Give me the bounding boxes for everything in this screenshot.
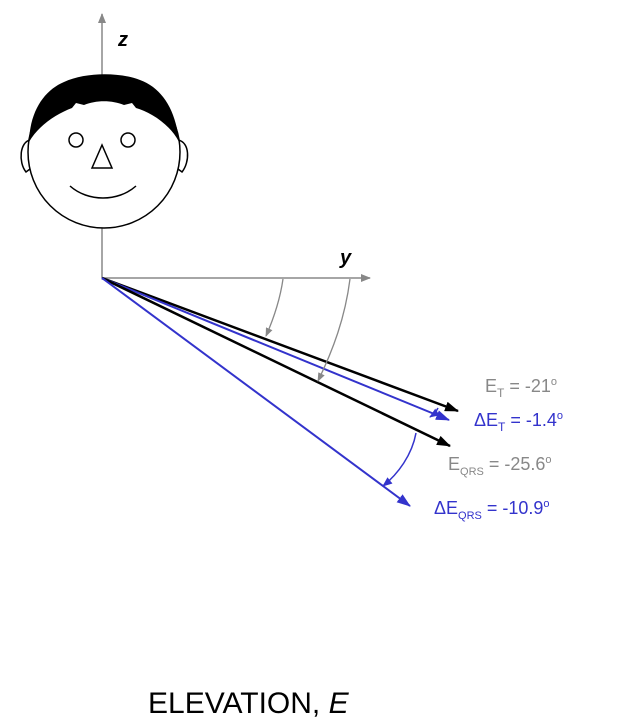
z-axis-label: z	[117, 29, 128, 51]
arc-E-T	[266, 279, 283, 336]
figure-title: ELEVATION, E	[148, 687, 350, 720]
head	[21, 74, 188, 228]
label-dE-QRS: ΔEQRS = -10.9o	[434, 498, 550, 522]
vector-dE-QRS	[102, 278, 410, 506]
right-eye	[121, 133, 135, 147]
left-eye	[69, 133, 83, 147]
vector-dE-T	[102, 278, 449, 420]
arc-dE-QRS	[383, 433, 416, 486]
label-dE-T: ΔET = -1.4o	[474, 410, 563, 434]
label-E-QRS: EQRS = -25.6o	[448, 454, 552, 478]
vector-E-QRS	[102, 278, 450, 446]
y-axis-label: y	[339, 247, 352, 269]
vector-E-T	[102, 278, 458, 411]
label-E-T: ET = -21o	[485, 376, 557, 400]
